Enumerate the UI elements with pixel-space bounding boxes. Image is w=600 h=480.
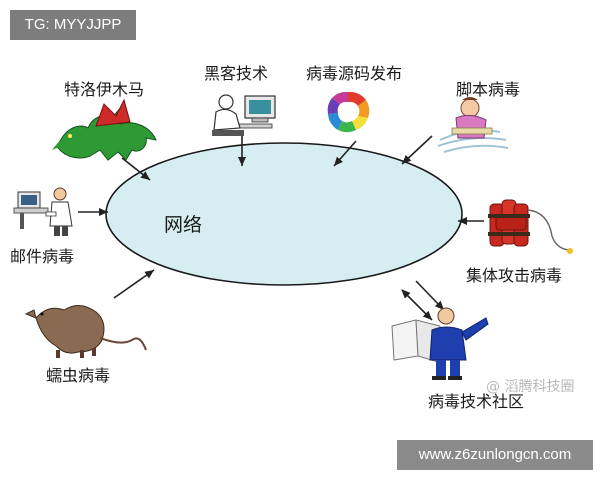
worried-person-icon: [437, 97, 509, 153]
rat-icon: [24, 305, 147, 358]
dynamite-icon: [488, 199, 573, 254]
arrow-worm: [113, 269, 155, 299]
watermark: @ 滔腾科技圈: [486, 379, 575, 395]
node-label-hacker: 黑客技术: [204, 64, 269, 83]
node-label-worm: 蠕虫病毒: [46, 366, 111, 385]
computer-user-icon: [212, 94, 276, 136]
footer-url[interactable]: www.z6zunlongcn.com: [397, 440, 593, 470]
network-ellipse: [105, 142, 463, 286]
office-worker-icon: [13, 187, 73, 236]
color-wheel-icon: [327, 91, 370, 133]
arrow-trojan: [121, 157, 151, 181]
arrow-community-in: [401, 289, 433, 321]
arrow-source: [333, 140, 357, 167]
network-label: 网络: [164, 214, 203, 236]
node-label-community: 病毒技术社区: [428, 392, 525, 411]
node-label-collective: 集体攻击病毒: [466, 266, 563, 285]
node-label-script: 脚本病毒: [456, 80, 521, 99]
node-label-mail: 邮件病毒: [10, 247, 75, 266]
node-label-trojan: 特洛伊木马: [64, 80, 145, 99]
tg-badge: TG: MYYJJPP: [10, 10, 136, 40]
node-label-source: 病毒源码发布: [306, 64, 403, 83]
presenter-icon: [391, 307, 489, 380]
arrow-script: [401, 135, 433, 165]
arrow-community-out: [415, 280, 445, 311]
dragon-icon: [52, 98, 157, 161]
